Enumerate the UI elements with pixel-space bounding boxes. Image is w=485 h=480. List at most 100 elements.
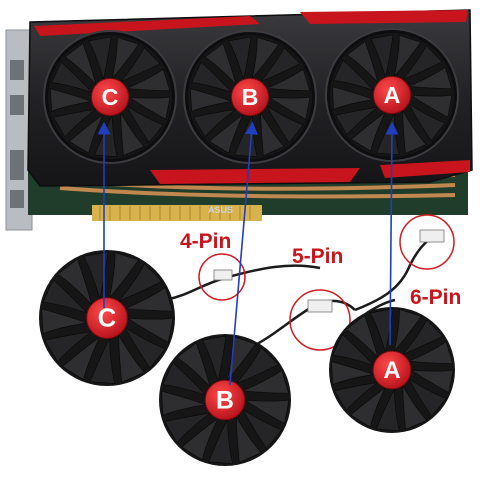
mapping-arrows: [97, 121, 399, 386]
loose-fan-letter: A: [383, 358, 400, 384]
fan-blade: [266, 68, 311, 92]
fan-blade: [51, 61, 93, 93]
fan-blade: [402, 385, 428, 431]
fan-blade: [52, 108, 97, 138]
fan-blade: [208, 114, 244, 154]
fan-blade: [408, 341, 454, 365]
fan-blade: [375, 388, 400, 432]
arrow-a: [385, 121, 399, 346]
fan-blade: [350, 386, 387, 428]
fan-blade: [201, 335, 227, 382]
fan-blade: [50, 88, 93, 112]
connector-4pin: [213, 269, 233, 281]
bracket-port: [10, 190, 24, 208]
fan-letter-badge: [204, 379, 246, 421]
loose-fan-letter: C: [98, 305, 116, 333]
bracket-port: [10, 150, 24, 180]
fan-blade: [192, 108, 237, 138]
fan-blade: [176, 342, 211, 388]
fan-blade: [244, 399, 290, 425]
loose-fan-b: B: [159, 334, 291, 466]
fan-blade: [331, 361, 374, 386]
label-5pin: 5-Pin: [292, 245, 343, 268]
fan-blade: [88, 36, 112, 80]
fan-letter-badge: [372, 350, 412, 390]
fan-blade: [242, 369, 290, 394]
fan-blade: [41, 308, 88, 335]
loose-fan-a: A: [329, 307, 455, 433]
connector-5pin: [307, 299, 333, 313]
fan-blade: [251, 36, 280, 79]
card-fan-letter: C: [102, 84, 119, 110]
fan-blade: [268, 96, 311, 120]
fan-blade: [164, 412, 211, 444]
fan-blade: [266, 105, 304, 144]
fan-blade: [111, 36, 140, 79]
loose-fan-letter: B: [216, 387, 234, 414]
fan-blade: [346, 40, 379, 83]
fan-blade: [61, 336, 101, 381]
brand-logo-text: ASUS: [208, 205, 233, 215]
fan-blade: [44, 331, 92, 363]
fan-blade: [332, 333, 375, 367]
card-fan-letter: B: [242, 84, 259, 110]
loose-fans: C B A: [39, 250, 455, 466]
bracket-port: [10, 60, 24, 80]
fan-blade: [345, 314, 379, 358]
fan-blade: [408, 378, 447, 417]
red-accent: [380, 160, 470, 178]
fan-blade: [118, 263, 163, 302]
fan-blade: [410, 369, 454, 394]
fan-blade: [408, 103, 446, 142]
fan-blade: [89, 338, 116, 384]
loose-fan-c: C: [39, 250, 175, 386]
fan-blade: [126, 105, 164, 144]
fan-blade: [228, 36, 252, 80]
fan-blade: [120, 46, 161, 83]
fan-blade: [126, 68, 171, 92]
fan-blade: [64, 42, 97, 85]
bracket-port: [10, 95, 24, 115]
fan-blade: [42, 279, 88, 314]
fan-blade: [333, 382, 379, 412]
fan-blade: [242, 408, 283, 450]
fan-blade: [124, 327, 166, 369]
fan-blade: [332, 86, 375, 110]
fan-blade: [402, 319, 444, 355]
fan-blade: [393, 34, 422, 77]
fan-blade: [127, 317, 174, 344]
fan-blade: [109, 252, 140, 298]
fan-blade: [124, 286, 174, 312]
fan-letter-badge: [90, 77, 130, 117]
fan-letter-badge: [86, 297, 128, 339]
fan-blade: [350, 112, 386, 152]
fan-blade: [83, 251, 109, 299]
fan-blade: [56, 258, 93, 305]
fan-blade: [393, 308, 422, 352]
fan-letter-badge: [372, 75, 412, 115]
card-fan-c: C: [43, 30, 177, 164]
red-accent: [150, 168, 360, 184]
fan-blade: [204, 42, 237, 85]
fan-blade: [235, 416, 262, 463]
connector-6pin: [419, 229, 445, 243]
connector-highlight-6pin: [399, 214, 455, 270]
fan-blade: [402, 44, 443, 81]
fan-blade: [208, 418, 234, 464]
connector-highlight-4pin: [198, 253, 246, 301]
fan-blade: [118, 334, 146, 383]
connector-highlight-5pin: [289, 289, 351, 351]
label-4pin: 4-Pin: [180, 230, 231, 253]
fan-blade: [227, 335, 257, 381]
fan-letter-badge: [230, 77, 270, 117]
fan-blade: [369, 308, 394, 353]
fan-blade: [402, 110, 427, 155]
fan-blade: [408, 66, 453, 90]
fan-blade: [161, 390, 206, 416]
fan-blade: [410, 94, 453, 118]
label-6pin: 6-Pin: [410, 286, 461, 309]
arrow-b: [229, 121, 258, 386]
card-fan-letter: A: [384, 82, 401, 108]
